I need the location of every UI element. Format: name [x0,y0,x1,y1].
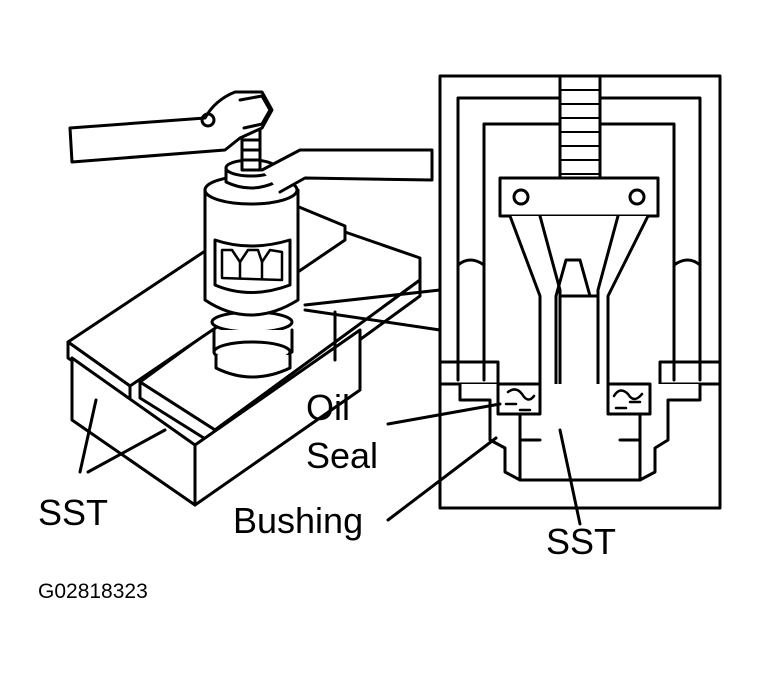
oil-seal-label-line2: Seal [306,435,378,476]
oil-seal-left [496,382,542,416]
bushing-leader [386,436,498,522]
sst-left-leader-2 [86,428,167,474]
workpiece-lower [210,310,294,379]
sst-right-label: SST [546,521,616,562]
sst-left-label: SST [38,492,108,533]
bushing-label: Bushing [233,500,363,541]
cutaway-section [438,74,722,510]
oil-seal-leader [386,402,502,426]
wrench [68,90,274,164]
oil-seal-right [606,382,652,416]
callout-line-lower [303,308,442,332]
sst-right-leader [558,428,582,526]
callout-line-upper [303,288,442,307]
handle-bar [260,148,434,194]
sst-left-leader-1 [78,398,98,474]
figure-code: G02818323 [38,580,148,603]
oil-seal-label-line1: Oil [306,387,350,428]
